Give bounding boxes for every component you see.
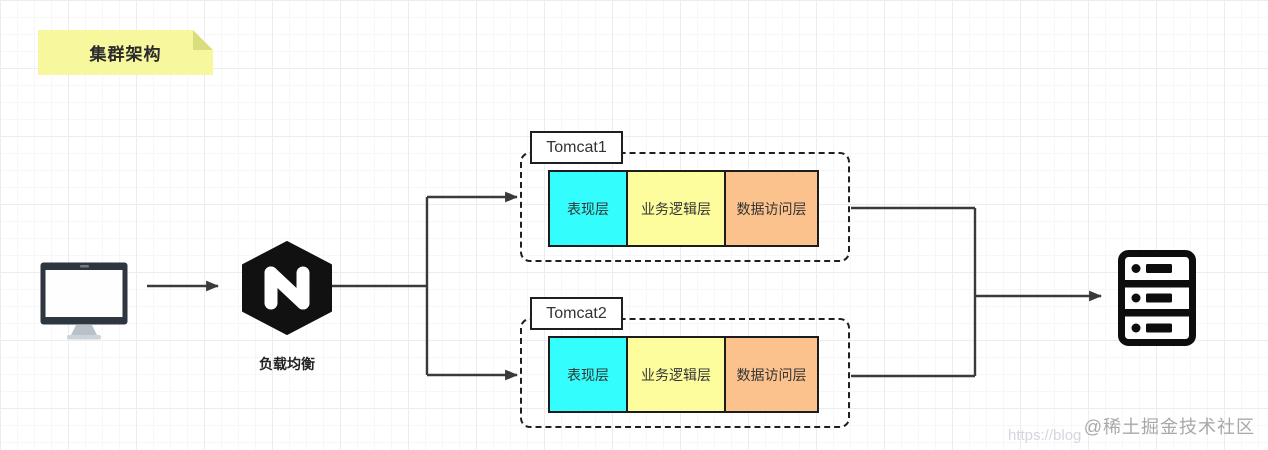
server-rack-icon [1118, 250, 1196, 346]
presentation-layer: 表现层 [548, 336, 628, 413]
tomcat2-layers: 表现层 业务逻辑层 数据访问层 [548, 336, 819, 413]
load-balancer-label: 负载均衡 [259, 356, 315, 372]
community-watermark: @稀土掘金技术社区 [1083, 417, 1255, 437]
monitor-icon [40, 262, 128, 340]
diagram-title: 集群架构 [89, 45, 162, 64]
title-note: 集群架构 [38, 30, 213, 75]
tomcat1-label: Tomcat1 [530, 131, 623, 164]
tomcat1-layers: 表现层 业务逻辑层 数据访问层 [548, 170, 819, 247]
tomcat2-label: Tomcat2 [530, 297, 623, 330]
data-access-layer: 数据访问层 [724, 336, 819, 413]
data-access-layer: 数据访问层 [724, 170, 819, 247]
business-logic-layer: 业务逻辑层 [626, 336, 726, 413]
nginx-icon [242, 241, 332, 335]
url-watermark: https://blog [1008, 427, 1082, 444]
tomcat1-cluster-box [520, 152, 850, 262]
business-logic-layer: 业务逻辑层 [626, 170, 726, 247]
presentation-layer: 表现层 [548, 170, 628, 247]
tomcat2-cluster-box [520, 318, 850, 428]
